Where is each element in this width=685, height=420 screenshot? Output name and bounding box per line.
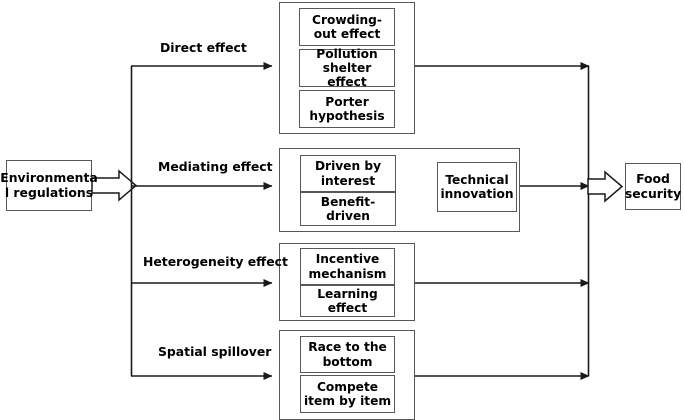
node-benefit-driven[interactable]: Benefit-driven: [300, 192, 396, 226]
sink-node-label: Food security: [624, 171, 682, 201]
edge-label-heterogeneity-effect: Heterogeneity effect: [143, 254, 288, 269]
node-compete-item-by-item[interactable]: Compete item by item: [300, 375, 395, 413]
edge-label-mediating-effect: Mediating effect: [158, 159, 273, 174]
sink-node-food-security[interactable]: Food security: [625, 163, 681, 210]
node-crowding-out-effect[interactable]: Crowding-out effect: [299, 8, 395, 46]
node-porter-hypothesis[interactable]: Porter hypothesis: [299, 90, 395, 128]
block-arrow-source-to-branches: [91, 169, 138, 202]
node-incentive-mechanism[interactable]: Incentive mechanism: [300, 248, 395, 285]
node-race-to-the-bottom[interactable]: Race to the bottom: [300, 336, 395, 373]
edge-label-spatial-spillover: Spatial spillover: [158, 344, 272, 359]
edge-label-direct-effect: Direct effect: [160, 40, 247, 55]
source-node-label: Environmenta l regulations: [0, 170, 98, 200]
node-pollution-shelter-effect[interactable]: Pollution shelter effect: [299, 47, 395, 89]
block-arrow-collector-to-sink: [587, 170, 624, 203]
node-driven-by-interest[interactable]: Driven by interest: [300, 155, 396, 192]
node-technical-innovation[interactable]: Technical innovation: [437, 162, 517, 212]
source-node-environmental-regulations[interactable]: Environmenta l regulations: [0, 160, 98, 211]
node-learning-effect[interactable]: Learning effect: [300, 285, 395, 317]
